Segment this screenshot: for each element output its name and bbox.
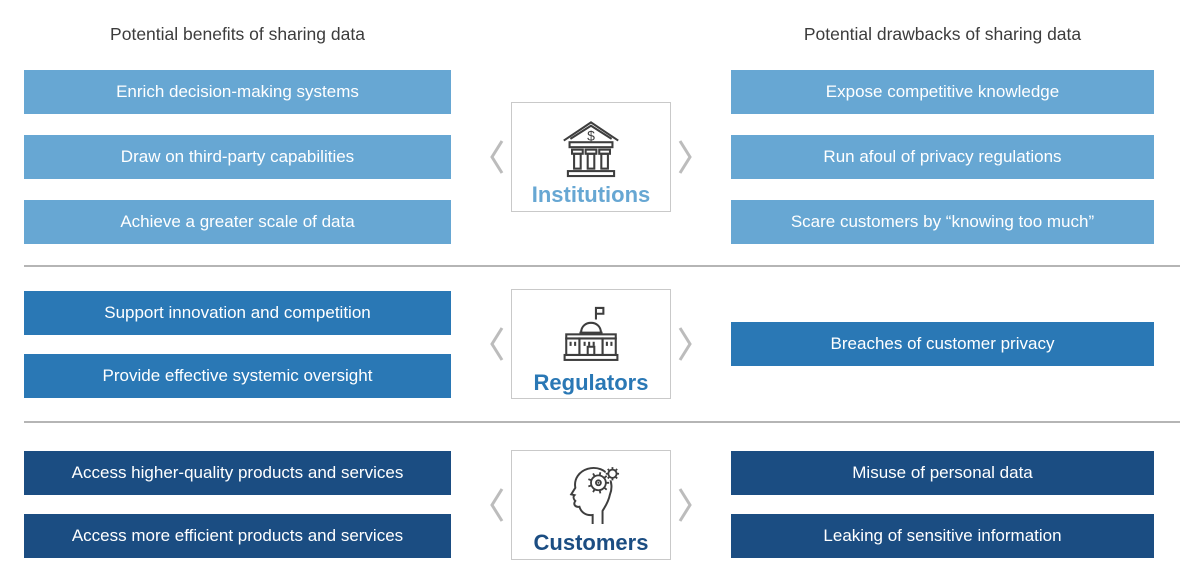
benefit-bar: Access more efficient products and servi… xyxy=(24,514,451,558)
stakeholder-box-regulators: Regulators xyxy=(511,289,671,399)
row-customers: Access higher-quality products and servi… xyxy=(0,423,1203,586)
benefit-bar: Draw on third-party capabilities xyxy=(24,134,451,179)
chevron-right-icon xyxy=(678,327,692,361)
drawbacks-column-institutions: Expose competitive knowledge Run afoul o… xyxy=(731,69,1154,244)
stakeholder-customers: Customers xyxy=(451,449,731,560)
stakeholder-label: Institutions xyxy=(531,182,651,208)
drawbacks-column-regulators: Breaches of customer privacy xyxy=(731,322,1154,366)
drawback-bar: Expose competitive knowledge xyxy=(731,69,1154,114)
benefits-header: Potential benefits of sharing data xyxy=(110,24,365,44)
column-headers: Potential benefits of sharing data Poten… xyxy=(0,0,1203,48)
stakeholder-box-customers: Customers xyxy=(511,449,671,560)
chevron-left-icon xyxy=(490,139,504,174)
drawback-bar: Run afoul of privacy regulations xyxy=(731,134,1154,179)
chevron-right-icon xyxy=(678,139,692,174)
divider xyxy=(24,265,1180,267)
row-regulators: Support innovation and competition Provi… xyxy=(0,267,1203,421)
capitol-icon xyxy=(563,306,619,361)
benefit-bar: Achieve a greater scale of data xyxy=(24,199,451,244)
stakeholder-regulators: Regulators xyxy=(451,289,731,399)
benefit-bar: Provide effective systemic oversight xyxy=(24,353,451,398)
svg-text:$: $ xyxy=(587,128,595,144)
drawbacks-header: Potential drawbacks of sharing data xyxy=(803,24,1082,44)
divider xyxy=(24,421,1180,423)
row-institutions: Enrich decision-making systems Draw on t… xyxy=(0,48,1203,265)
drawback-bar: Misuse of personal data xyxy=(731,451,1154,495)
drawbacks-column-customers: Misuse of personal data Leaking of sensi… xyxy=(731,451,1154,558)
benefits-column-institutions: Enrich decision-making systems Draw on t… xyxy=(24,69,451,244)
chevron-left-icon xyxy=(490,487,504,522)
chevron-right-icon xyxy=(678,487,692,522)
stakeholder-label: Customers xyxy=(533,530,649,556)
drawback-bar: Breaches of customer privacy xyxy=(731,322,1154,366)
bank-icon: $ xyxy=(563,121,619,178)
chevron-left-icon xyxy=(490,327,504,361)
drawback-bar: Leaking of sensitive information xyxy=(731,514,1154,558)
benefit-bar: Access higher-quality products and servi… xyxy=(24,451,451,495)
benefits-column-customers: Access higher-quality products and servi… xyxy=(24,451,451,558)
benefit-bar: Support innovation and competition xyxy=(24,290,451,335)
stakeholder-institutions: $ Institutions xyxy=(451,101,731,212)
head-gears-icon xyxy=(569,466,620,525)
drawback-bar: Scare customers by “knowing too much” xyxy=(731,199,1154,244)
benefit-bar: Enrich decision-making systems xyxy=(24,69,451,114)
benefits-column-regulators: Support innovation and competition Provi… xyxy=(24,290,451,398)
stakeholder-box-institutions: $ Institutions xyxy=(511,101,671,212)
stakeholder-label: Regulators xyxy=(533,369,649,395)
